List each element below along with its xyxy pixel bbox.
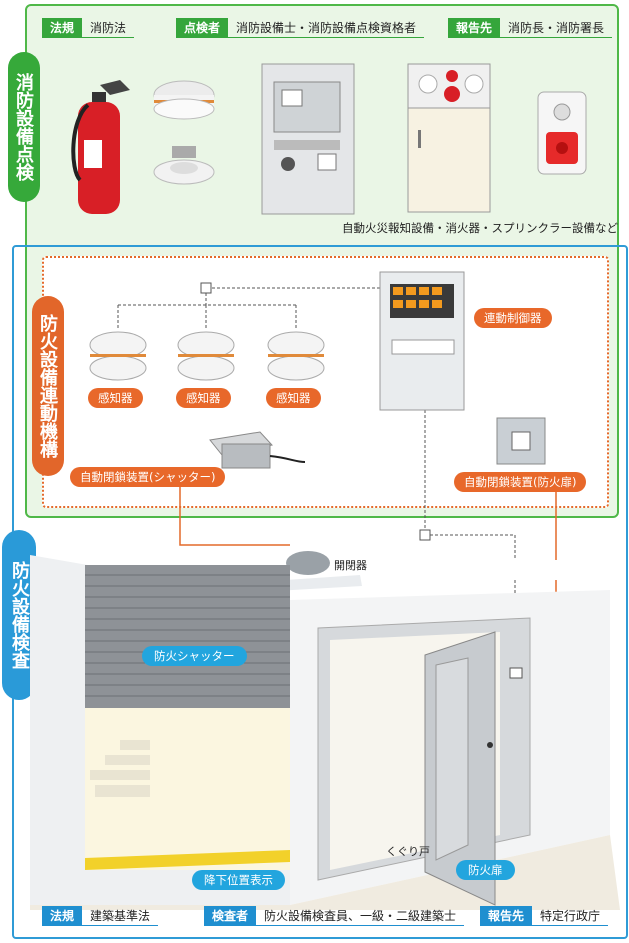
fire-extinguisher-icon	[71, 80, 130, 214]
fire-alarm-panel-icon	[261, 63, 355, 215]
interlock-title: 防火設備連動機構	[32, 296, 64, 476]
equipment-illustrations	[71, 63, 587, 215]
shutter-closer-label: 自動閉鎖装置(シャッター)	[70, 467, 226, 487]
fire-shutter-label: 防火シャッター	[142, 646, 247, 666]
sensor-label-3: 感知器	[266, 388, 321, 408]
alarm-button-icon	[537, 91, 587, 175]
inspection-law-tag: 法規 消防法	[42, 18, 135, 38]
inspection-title: 消防設備点検	[8, 52, 40, 202]
drop-indicator-label: 降下位置表示	[192, 870, 285, 890]
report-key: 報告先	[480, 906, 533, 926]
sprinkler-icon	[153, 146, 215, 185]
law-key: 法規	[42, 906, 83, 926]
sensor-label-2: 感知器	[176, 388, 231, 408]
inspection-inspector-tag: 点検者 消防設備士・消防設備点検資格者	[176, 18, 425, 38]
wicket-label: くぐり戸	[386, 845, 430, 858]
opener-label: 開閉器	[334, 559, 367, 572]
report-value: 特定行政庁	[532, 906, 609, 926]
law-value: 消防法	[82, 18, 135, 38]
law-value: 建築基準法	[82, 906, 159, 926]
controller-label: 連動制御器	[474, 308, 552, 328]
fire-law-tag: 法規 建築基準法	[42, 906, 159, 926]
fire-report-tag: 報告先 特定行政庁	[480, 906, 609, 926]
door-closer-label: 自動閉鎖装置(防火扉)	[454, 472, 587, 492]
hydrant-box-icon	[407, 63, 491, 213]
inspection-caption: 自動火災報知設備・消火器・スプリンクラー設備など	[342, 221, 618, 235]
report-key: 報告先	[448, 18, 501, 38]
inspector-value: 防火設備検査員、一級・二級建築士	[256, 906, 465, 926]
report-value: 消防長・消防署長	[500, 18, 613, 38]
fire-inspector-tag: 検査者 防火設備検査員、一級・二級建築士	[204, 906, 465, 926]
fire-door-label: 防火扉	[456, 860, 515, 880]
smoke-detector-icon	[153, 80, 215, 120]
law-key: 法規	[42, 18, 83, 38]
inspector-value: 消防設備士・消防設備点検資格者	[228, 18, 425, 38]
inspector-key: 検査者	[204, 906, 257, 926]
interlock-panel	[42, 256, 609, 508]
inspection-report-tag: 報告先 消防長・消防署長	[448, 18, 613, 38]
sensor-label-1: 感知器	[88, 388, 143, 408]
inspector-key: 点検者	[176, 18, 229, 38]
